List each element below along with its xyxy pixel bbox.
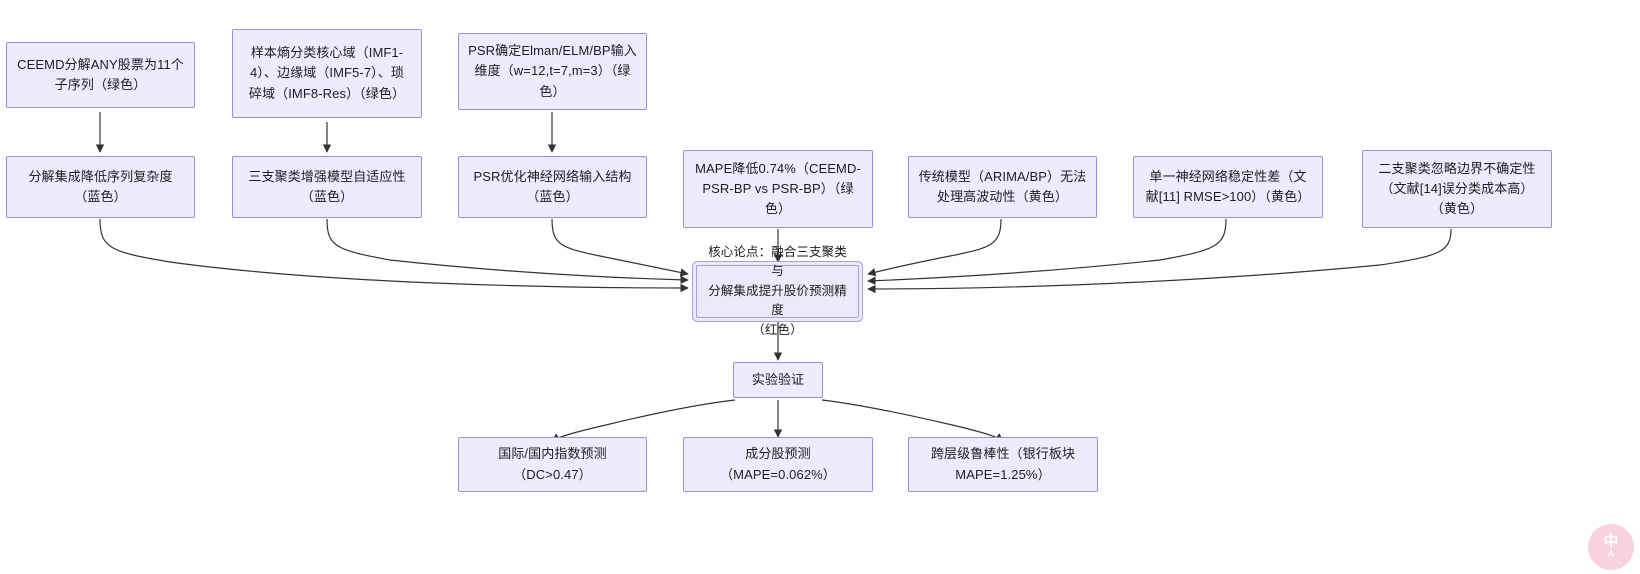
edge-traditional-to-core bbox=[867, 218, 1002, 277]
node-cross-level-robust[interactable]: 跨层级鲁棒性（银行板块 MAPE=1.25%） bbox=[908, 437, 1098, 492]
node-index-prediction-label: 国际/国内指数预测 （DC>0.47） bbox=[498, 446, 607, 482]
node-constituent-stock-label: 成分股预测 （MAPE=0.062%） bbox=[720, 446, 836, 482]
edge-singlenn-to-core bbox=[867, 218, 1227, 285]
node-two-way-ignores-boundary-label: 二支聚类忽略边界不确定性 （文献[14]误分类成本高） （黄色） bbox=[1378, 160, 1536, 217]
node-ceemd-decompose[interactable]: CEEMD分解ANY股票为11个 子序列（绿色） bbox=[6, 42, 195, 108]
node-ceemd-decompose-label: CEEMD分解ANY股票为11个 子序列（绿色） bbox=[17, 56, 184, 92]
watermark-subchar: A bbox=[1607, 549, 1615, 560]
node-traditional-model-fail-label: 传统模型（ARIMA/BP）无法 处理高波动性（黄色） bbox=[918, 168, 1087, 204]
node-sample-entropy[interactable]: 样本熵分类核心域（IMF1- 4）、边缘域（IMF5-7）、琐 碎域（IMF8-… bbox=[232, 29, 422, 118]
edge-validation-to-robust bbox=[821, 399, 1004, 442]
node-psr-optimize[interactable]: PSR优化神经网络输入结构 （蓝色） bbox=[458, 156, 647, 218]
node-mape-drop-label: MAPE降低0.74%（CEEMD- PSR-BP vs PSR-BP）（绿 色… bbox=[695, 160, 861, 217]
node-experiment-validation-label: 实验验证 bbox=[751, 371, 805, 387]
node-psr-input-dim[interactable]: PSR确定Elman/ELM/BP输入 维度（w=12,t=7,m=3）（绿 色… bbox=[458, 33, 647, 110]
node-single-nn-unstable[interactable]: 单一神经网络稳定性差（文 献[11] RMSE>100）（黄色） bbox=[1133, 156, 1323, 218]
edge-twoway-to-core bbox=[867, 228, 1452, 294]
node-cross-level-robust-label: 跨层级鲁棒性（银行板块 MAPE=1.25%） bbox=[930, 446, 1076, 482]
edge-threeway-to-core bbox=[326, 218, 689, 285]
node-core-claim-label: 核心论点：融合三支聚类与 分解集成提升股价预测精度 （红色） bbox=[708, 245, 847, 337]
node-sample-entropy-label: 样本熵分类核心域（IMF1- 4）、边缘域（IMF5-7）、琐 碎域（IMF8-… bbox=[248, 45, 406, 101]
node-core-claim[interactable]: 核心论点：融合三支聚类与 分解集成提升股价预测精度 （红色） bbox=[696, 245, 859, 337]
node-three-way-adaptive-label: 三支聚类增强模型自适应性 （蓝色） bbox=[248, 168, 406, 204]
node-experiment-validation[interactable]: 实验验证 bbox=[733, 362, 823, 398]
watermark-badge: 中 A bbox=[1588, 524, 1634, 570]
node-index-prediction[interactable]: 国际/国内指数预测 （DC>0.47） bbox=[458, 437, 647, 492]
node-mape-drop[interactable]: MAPE降低0.74%（CEEMD- PSR-BP vs PSR-BP）（绿 色… bbox=[683, 150, 873, 228]
edge-structure-to-core bbox=[551, 218, 689, 277]
node-constituent-stock[interactable]: 成分股预测 （MAPE=0.062%） bbox=[683, 437, 873, 492]
watermark-char: 中 bbox=[1603, 533, 1619, 550]
node-psr-input-dim-label: PSR确定Elman/ELM/BP输入 维度（w=12,t=7,m=3）（绿 色… bbox=[468, 43, 637, 99]
node-three-way-adaptive[interactable]: 三支聚类增强模型自适应性 （蓝色） bbox=[232, 156, 422, 218]
node-reduce-complexity[interactable]: 分解集成降低序列复杂度 （蓝色） bbox=[6, 156, 195, 218]
node-psr-optimize-label: PSR优化神经网络输入结构 （蓝色） bbox=[473, 168, 632, 204]
edge-validation-to-index bbox=[551, 399, 736, 442]
node-two-way-ignores-boundary[interactable]: 二支聚类忽略边界不确定性 （文献[14]误分类成本高） （黄色） bbox=[1362, 150, 1552, 228]
node-single-nn-unstable-label: 单一神经网络稳定性差（文 献[11] RMSE>100）（黄色） bbox=[1145, 168, 1311, 204]
edge-complexity-to-core bbox=[99, 218, 689, 293]
node-traditional-model-fail[interactable]: 传统模型（ARIMA/BP）无法 处理高波动性（黄色） bbox=[908, 156, 1097, 218]
node-reduce-complexity-label: 分解集成降低序列复杂度 （蓝色） bbox=[28, 168, 173, 204]
